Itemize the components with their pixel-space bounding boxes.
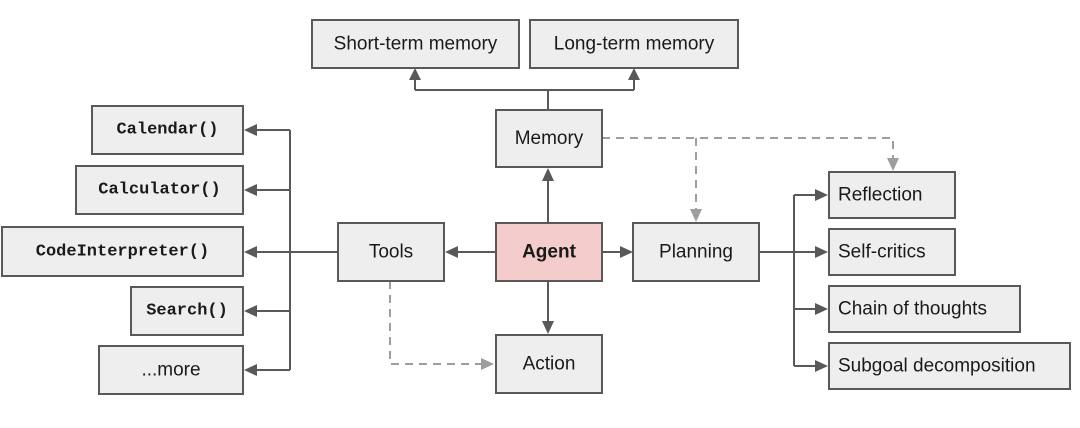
label-memory: Memory (515, 128, 584, 149)
arrowhead-calculator (244, 184, 257, 196)
node-code-interpreter: CodeInterpreter() (1, 226, 244, 277)
label-reflection: Reflection (838, 185, 923, 206)
node-short-term-memory: Short-term memory (311, 19, 520, 69)
label-planning: Planning (659, 242, 733, 263)
edge-tools-bracket (256, 129, 338, 371)
node-action: Action (495, 334, 603, 394)
arrowhead-more (244, 364, 257, 376)
label-code-interpreter: CodeInterpreter() (36, 243, 209, 262)
node-subgoal-decomposition: Subgoal decomposition (828, 342, 1071, 390)
label-self-critics: Self-critics (838, 242, 926, 263)
label-chain-of-thoughts: Chain of thoughts (838, 299, 987, 320)
label-agent: Agent (522, 242, 577, 263)
arrowhead-short-term (409, 68, 421, 80)
node-planning: Planning (632, 222, 760, 282)
arrowhead-subgoal (815, 360, 828, 372)
arrowhead-memory (542, 168, 554, 181)
edge-tools-to-action-dashed (389, 281, 482, 365)
solid-edges (244, 68, 828, 376)
arrowhead-dashed-reflection (887, 158, 899, 171)
label-more: ...more (141, 360, 200, 381)
arrowhead-action (542, 321, 554, 334)
label-search: Search() (146, 302, 228, 321)
dashed-edges (389, 137, 899, 370)
node-long-term-memory: Long-term memory (529, 19, 739, 69)
edge-planning-bracket (759, 194, 816, 367)
label-long-term-memory: Long-term memory (554, 34, 715, 55)
arrowhead-chain-of-thoughts (815, 303, 828, 315)
label-action: Action (523, 354, 576, 375)
arrowhead-code-interpreter (244, 246, 257, 258)
label-tools: Tools (369, 242, 413, 263)
node-calendar: Calendar() (91, 105, 244, 155)
label-short-term-memory: Short-term memory (334, 34, 498, 55)
arrowhead-self-critics (815, 246, 828, 258)
arrowhead-reflection (815, 189, 828, 201)
arrowhead-calendar (244, 124, 257, 136)
node-agent: Agent (495, 222, 603, 282)
arrowhead-dashed-action (481, 358, 494, 370)
label-calendar: Calendar() (116, 121, 218, 140)
node-tools: Tools (337, 222, 445, 282)
edge-memory-dashed (602, 137, 894, 210)
node-self-critics: Self-critics (828, 228, 956, 276)
node-reflection: Reflection (828, 171, 956, 219)
node-search: Search() (130, 286, 244, 336)
arrowhead-search (244, 305, 257, 317)
arrowhead-planning (620, 246, 633, 258)
arrowhead-dashed-planning (690, 209, 702, 222)
node-chain-of-thoughts: Chain of thoughts (828, 285, 1021, 333)
node-memory: Memory (495, 109, 603, 168)
arrowhead-long-term (628, 68, 640, 80)
node-calculator: Calculator() (75, 165, 244, 215)
arrowhead-tools (445, 246, 458, 258)
label-calculator: Calculator() (98, 181, 220, 200)
edge-memory-to-stores (414, 79, 635, 110)
node-more: ...more (98, 345, 244, 395)
label-subgoal-decomposition: Subgoal decomposition (838, 356, 1036, 377)
